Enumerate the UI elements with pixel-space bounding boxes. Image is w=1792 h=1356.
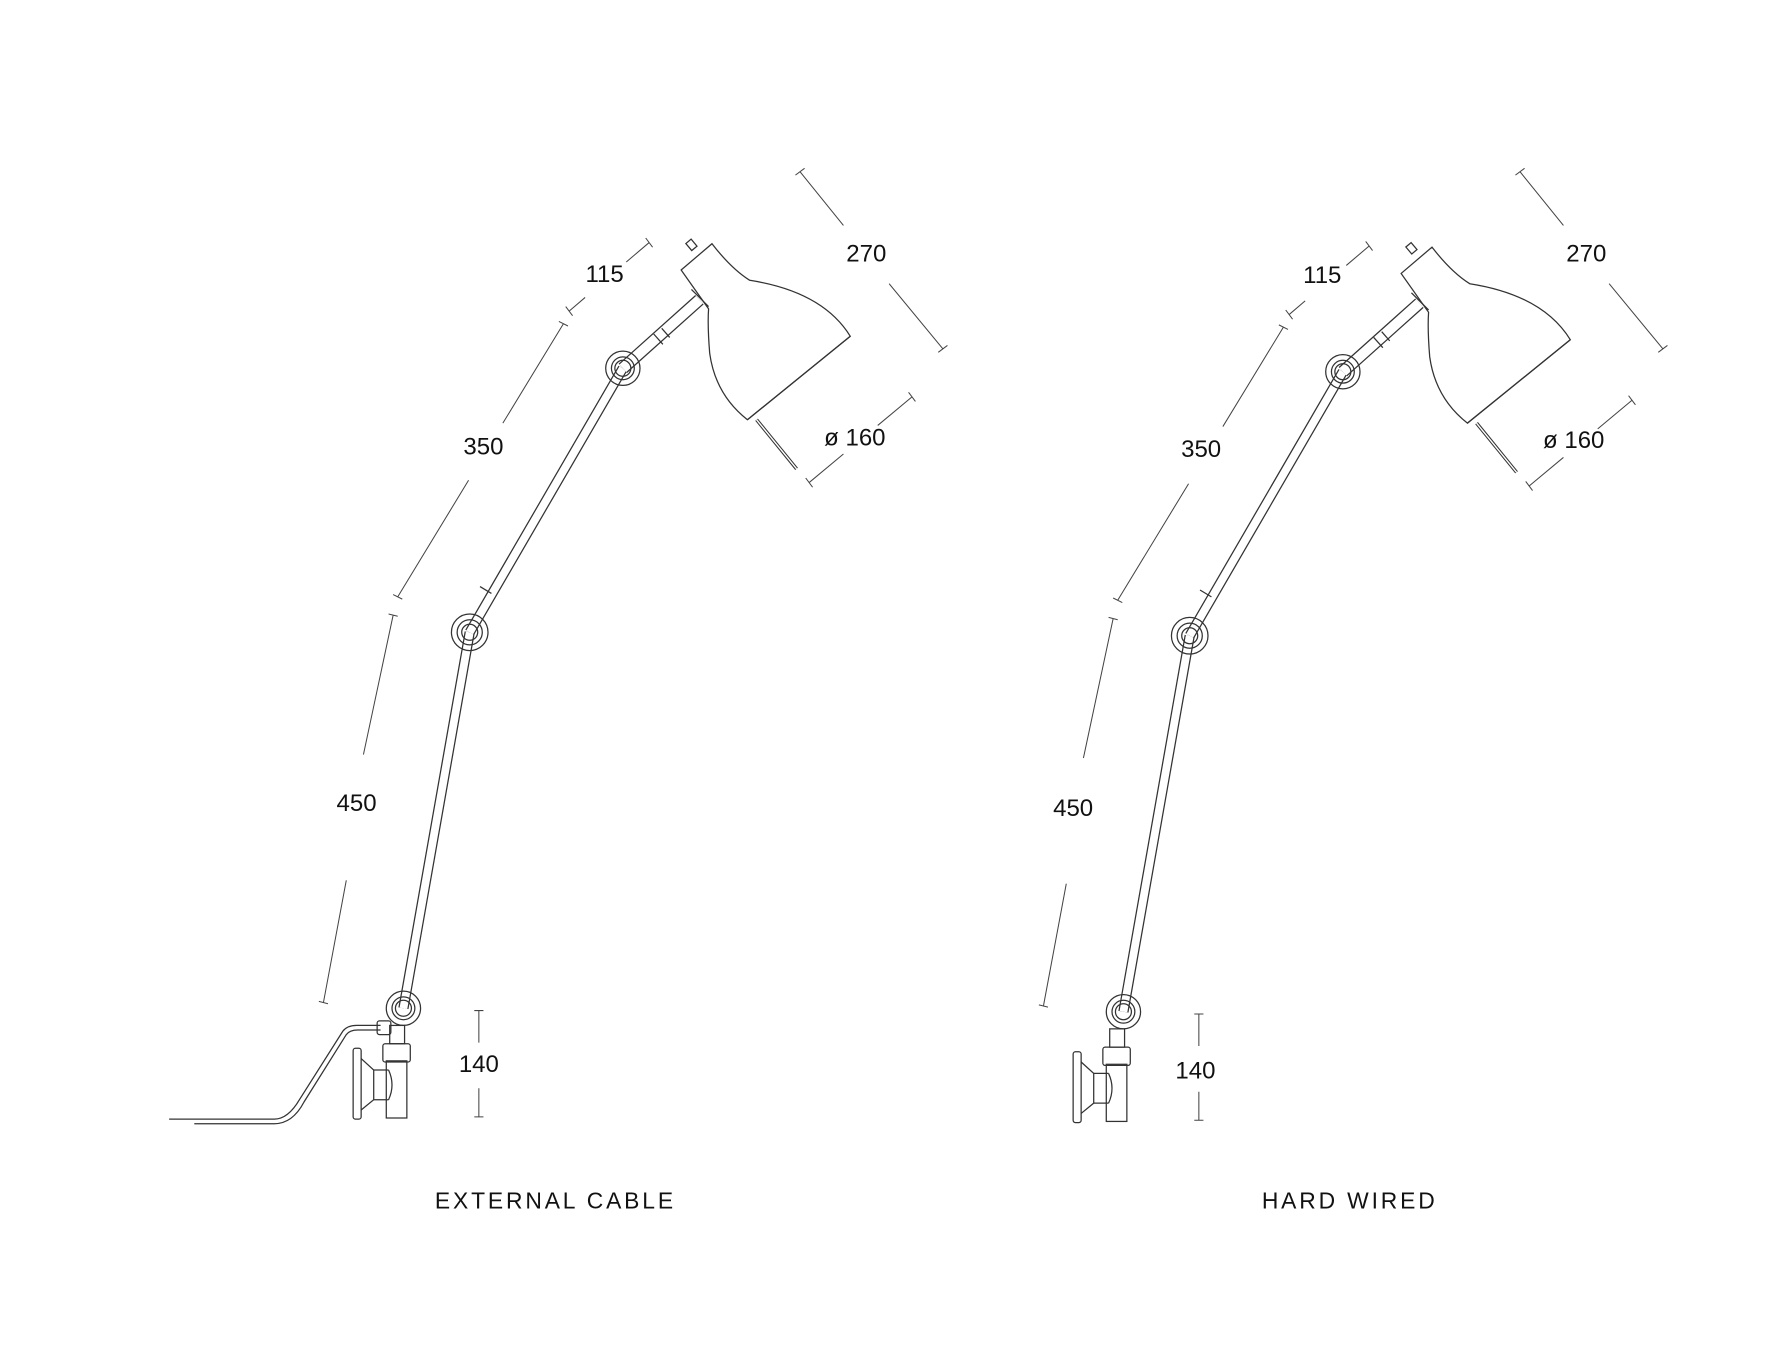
dimension-lines: [1038, 167, 1668, 1121]
lamp-illustration: [353, 239, 850, 1119]
dim-upper-arm: 350: [1181, 436, 1221, 463]
dimension-lines: [318, 167, 948, 1118]
dim-base-height: 140: [1175, 1058, 1215, 1085]
dim-head-arm: 115: [1303, 262, 1341, 289]
dim-base-height: 140: [459, 1051, 499, 1078]
external-cable: [169, 1024, 381, 1120]
dim-shade-length: 270: [1566, 240, 1606, 267]
dim-shade-length: 270: [846, 240, 886, 267]
dim-upper-arm: 350: [463, 434, 503, 461]
dim-shade-diameter: ø 160: [824, 424, 885, 451]
cable-gland: [376, 1020, 392, 1036]
variant-external-cable: 270 ø 160 115 350 450 140 EXTERNAL CABLE: [169, 167, 948, 1214]
variant-caption: HARD WIRED: [1262, 1188, 1438, 1214]
variant-hard-wired: 270 ø 160 115 350 450 140 HARD WIRED: [1038, 167, 1668, 1214]
dim-lower-arm: 450: [1053, 795, 1093, 822]
dim-head-arm: 115: [585, 261, 623, 288]
dim-shade-diameter: ø 160: [1543, 427, 1604, 454]
lamp-illustration: [1073, 243, 1570, 1123]
variant-caption: EXTERNAL CABLE: [435, 1188, 676, 1214]
dim-lower-arm: 450: [337, 790, 377, 817]
